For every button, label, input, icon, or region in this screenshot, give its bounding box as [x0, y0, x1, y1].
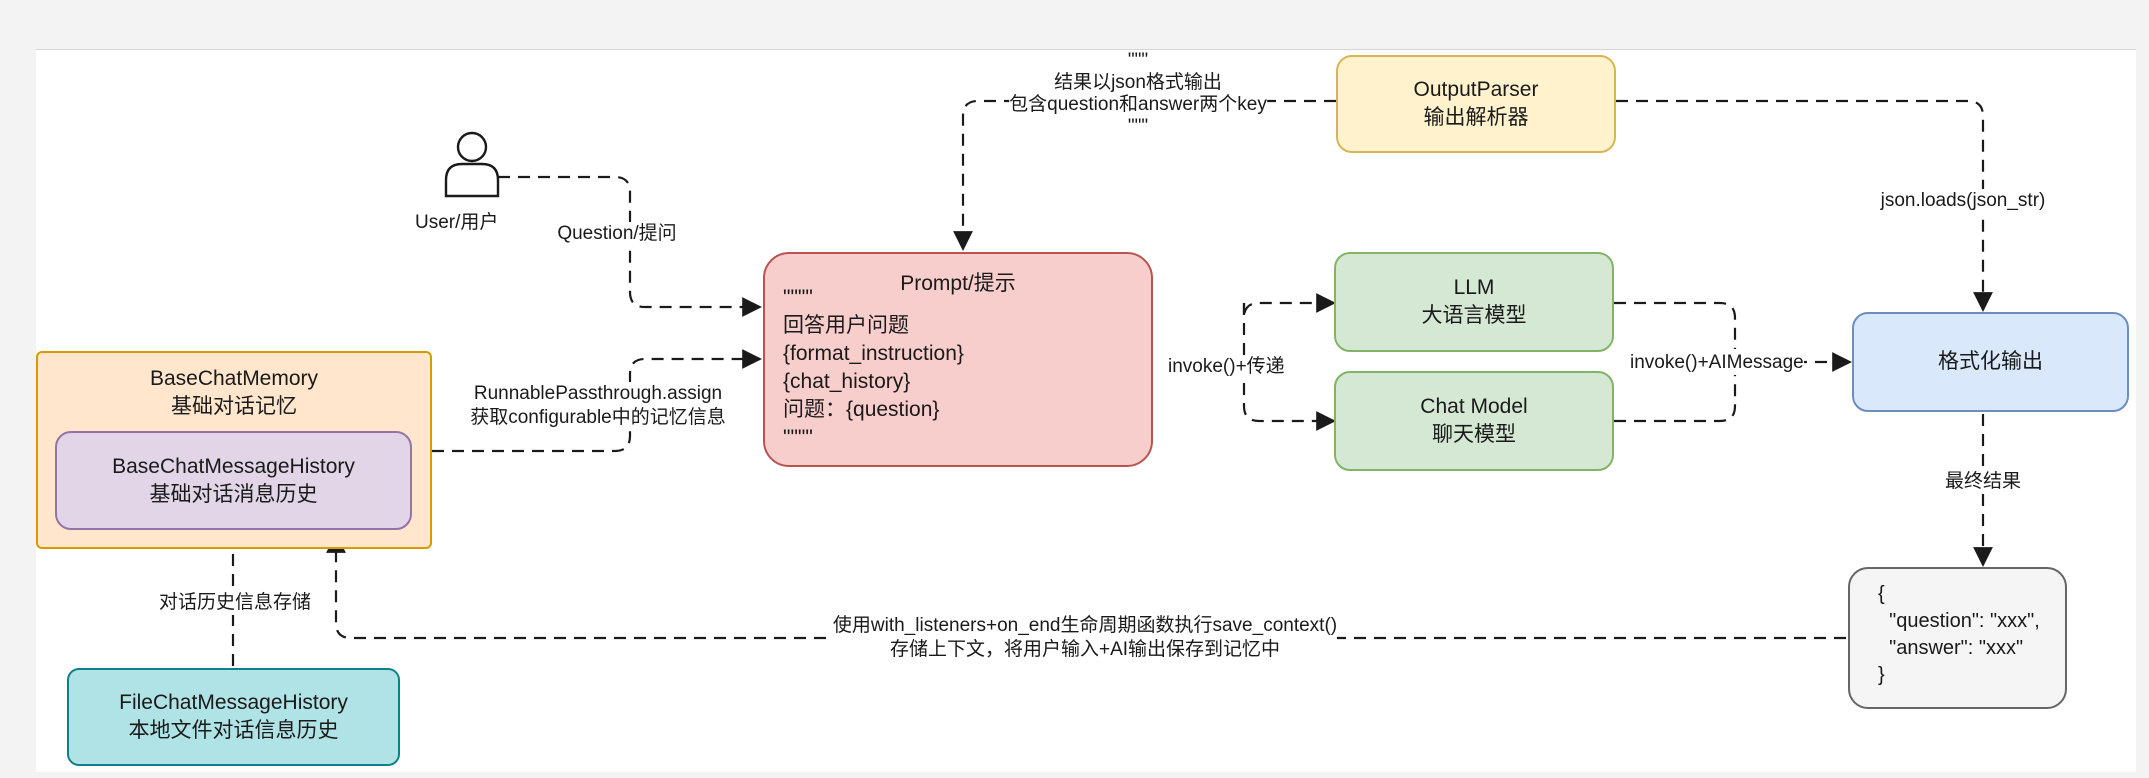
- parser-note-line: """: [1127, 50, 1149, 71]
- llm-subtitle: 大语言模型: [1421, 304, 1527, 327]
- chat-model-title: Chat Model: [1420, 395, 1528, 418]
- user-label: User/用户: [415, 212, 499, 233]
- history-store-label: 对话历史信息存储: [158, 591, 312, 615]
- final-json-node: [1848, 567, 2067, 709]
- edge-prompt-branch: [1242, 303, 1336, 431]
- base-chat-message-history-node: BaseChatMessageHistory 基础对话消息历史: [55, 431, 412, 530]
- file-chat-message-history-subtitle: 本地文件对话信息历史: [128, 719, 339, 742]
- base-chat-memory-subtitle: 基础对话记忆: [171, 395, 297, 418]
- output-parser-subtitle: 输出解析器: [1423, 106, 1529, 129]
- edge-llm-to-output: [1614, 301, 1737, 349]
- chat-model-subtitle: 聊天模型: [1432, 423, 1516, 446]
- edge-json-to-memory: [326, 533, 1846, 640]
- chat-model-node: Chat Model 聊天模型: [1334, 371, 1614, 471]
- edge-prompt-to-llm: [1242, 293, 1336, 319]
- edge-parser-to-output: [1616, 99, 1993, 312]
- prompt-line: """": [783, 426, 813, 449]
- final-json-content: { "question": "xxx", "answer": "xxx" }: [1850, 567, 2067, 709]
- json-line: }: [1878, 664, 1885, 686]
- prompt-line: 问题：{question}: [783, 398, 940, 421]
- llm-title: LLM: [1453, 276, 1495, 299]
- save-context-line: 存储上下文，将用户输入+AI输出保存到记忆中: [889, 639, 1281, 660]
- json-line: {: [1878, 583, 1885, 605]
- runnable-line: 获取configurable中的记忆信息: [470, 407, 726, 428]
- output-parser-node: OutputParser 输出解析器: [1336, 55, 1616, 153]
- llm-node: LLM 大语言模型: [1334, 252, 1614, 352]
- prompt-node: [763, 252, 1153, 467]
- prompt-title: Prompt/提示: [900, 272, 1016, 295]
- json-loads-label: json.loads(json_str): [1880, 189, 2046, 213]
- prompt-line: {chat_history}: [783, 370, 911, 393]
- prompt-line: """": [783, 286, 813, 309]
- runnable-line: RunnablePassthrough.assign: [473, 383, 723, 404]
- edge-chat-to-output: [1614, 372, 1737, 423]
- output-parser-title: OutputParser: [1413, 78, 1539, 101]
- base-chat-message-history-title: BaseChatMessageHistory: [112, 454, 355, 478]
- base-chat-memory-title: BaseChatMemory: [149, 367, 319, 390]
- formatted-output-node: 格式化输出: [1852, 312, 2129, 412]
- invoke-pass-label: invoke()+传递: [1168, 355, 1285, 379]
- final-result-label: 最终结果: [1944, 470, 2022, 494]
- json-line: "question": "xxx",: [1878, 610, 2040, 632]
- prompt-line: {format_instruction}: [783, 342, 964, 365]
- user-icon: [444, 131, 500, 198]
- runnable-label: RunnablePassthrough.assign 获取configurabl…: [470, 382, 726, 430]
- save-context-line: 使用with_listeners+on_end生命周期函数执行save_cont…: [832, 615, 1338, 636]
- file-chat-message-history-title: FileChatMessageHistory: [119, 691, 348, 714]
- prompt-template: """" 回答用户问题 {format_instruction} {chat_h…: [763, 252, 1153, 467]
- edge-memory-to-prompt: [432, 349, 762, 453]
- json-line: "answer": "xxx": [1878, 637, 2024, 659]
- parser-note-line: """: [1127, 116, 1149, 137]
- question-label: Question/提问: [557, 222, 677, 246]
- parser-note-line: 结果以json格式输出: [1054, 72, 1222, 93]
- parser-note-line: 包含question和answer两个key: [1009, 94, 1267, 115]
- file-chat-message-history-node: FileChatMessageHistory 本地文件对话信息历史: [67, 668, 400, 766]
- parser-note-label: """ 结果以json格式输出 包含question和answer两个key "…: [1009, 50, 1267, 138]
- prompt-line: 回答用户问题: [783, 314, 909, 337]
- base-chat-message-history-subtitle: 基础对话消息历史: [149, 482, 318, 506]
- formatted-output-label: 格式化输出: [1938, 350, 2043, 373]
- invoke-ai-label: invoke()+AIMessage: [1630, 351, 1804, 375]
- save-context-label: 使用with_listeners+on_end生命周期函数执行save_cont…: [832, 614, 1338, 662]
- edge-parser-to-prompt: [953, 99, 1336, 251]
